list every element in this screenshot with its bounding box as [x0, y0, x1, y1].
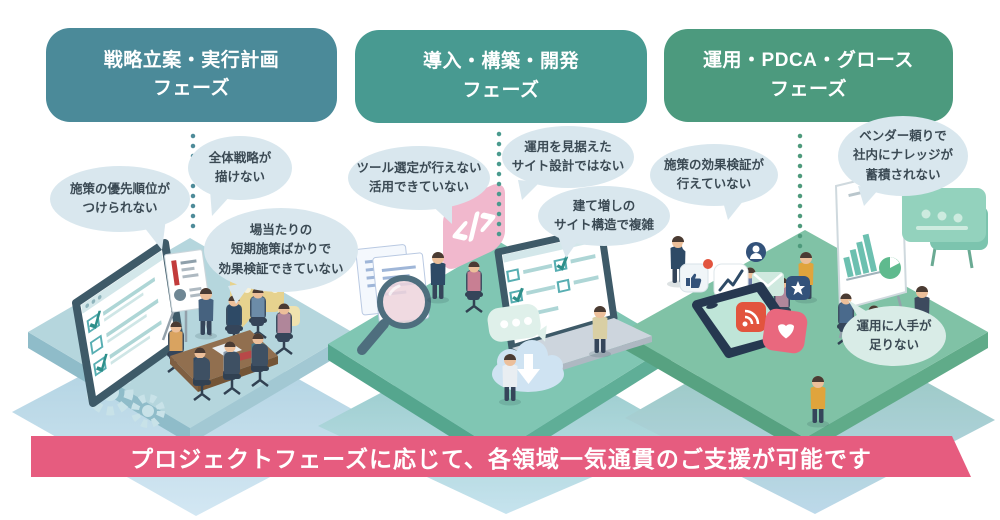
whiteboard-chart-icon — [834, 168, 908, 339]
thumbs-up-icon — [679, 259, 713, 293]
magnifier-icon — [357, 275, 431, 355]
dotted-connectors — [190, 131, 803, 259]
pain-point-bubble: ベンダー頼りで 社内にナレッジが 蓄積されない — [838, 116, 968, 196]
pain-point-bubble: 運用に人手が 足りない — [842, 306, 946, 366]
presentation-screen-icon — [902, 188, 988, 269]
flipchart-icon — [161, 249, 213, 342]
pain-point-bubble: 施策の優先順位が つけられない — [50, 166, 190, 232]
pain-point-bubble: 場当たりの 短期施策ばかりで 効果検証できていない — [204, 208, 358, 292]
phase-2-header: 導入・構築・開発 フェーズ — [355, 30, 647, 123]
phase-1-header: 戦略立案・実行計画 フェーズ — [46, 28, 337, 122]
chat-dots-icon — [487, 303, 547, 342]
cloud-icon — [682, 230, 718, 255]
pain-point-bubble: 全体戦略が 描けない — [188, 136, 292, 200]
heart-icon — [762, 308, 808, 354]
banner-ribbon — [31, 436, 971, 477]
checklist-screen-icon — [72, 239, 184, 407]
pain-point-bubble: 建て増しの サイト構造で複雑 — [538, 186, 670, 246]
user-icon — [746, 242, 766, 262]
pain-point-bubble: ツール選定が行えない 活用できていない — [348, 146, 490, 210]
banner-text: プロジェクトフェーズに応じて、各領域一気通貫のご支援が可能です — [130, 445, 872, 472]
meeting-people-group — [165, 287, 295, 402]
star-icon — [786, 276, 810, 300]
wifi-signal-icon — [736, 302, 766, 332]
pain-point-bubble: 施策の効果検証が 行えていない — [650, 144, 778, 206]
pain-point-bubble: 運用を見据えた サイト設計ではない — [502, 126, 634, 188]
phase-3-header: 運用・PDCA・グロース フェーズ — [664, 29, 953, 122]
code-icon — [443, 184, 505, 269]
